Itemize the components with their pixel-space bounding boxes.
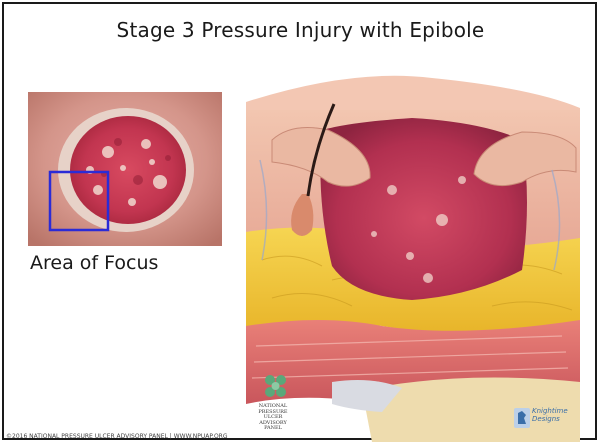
wound-photo: [28, 92, 222, 246]
slide-title: Stage 3 Pressure Injury with Epibole: [0, 18, 601, 42]
npuap-logo-text: NATIONAL PRESSURE ULCER ADVISORY PANEL: [247, 404, 299, 432]
knightime-designs-text: Knightime Designs: [532, 407, 568, 423]
area-of-focus-label: Area of Focus: [30, 252, 158, 274]
copyright-text: ©2016 NATIONAL PRESSURE ULCER ADVISORY P…: [6, 433, 227, 440]
